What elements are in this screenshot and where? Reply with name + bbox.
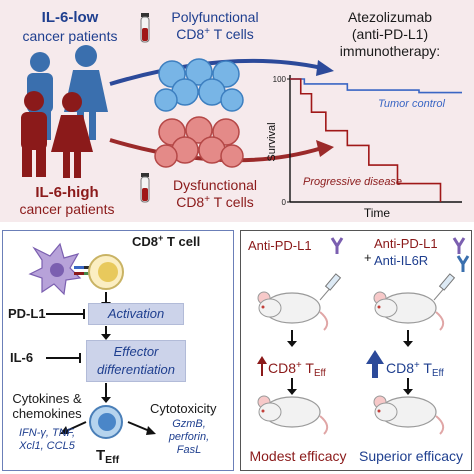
il6-high-line1: IL-6-high (35, 184, 99, 201)
plus-label: + (364, 250, 372, 265)
blood-tube-top-icon (140, 13, 150, 43)
syringe-icon-right (433, 273, 456, 301)
cytotoxicity-list-line3: FasL (176, 444, 202, 456)
tumor-control-label: Tumor control (378, 98, 446, 110)
mouse-study-panel (240, 230, 472, 471)
x-axis-label: Time (364, 206, 391, 220)
y-tick-0: 0 (282, 198, 287, 207)
dysfunctional-line1: Dysfunctional (172, 177, 258, 193)
cytotoxicity-list-line2: perforin, (168, 431, 210, 443)
mouse-study-graphics (257, 237, 470, 435)
modest-efficacy-label: Modest efficacy (249, 448, 347, 464)
cytotoxicity-list: GzmB, perforin, FasL (150, 418, 228, 457)
cytokines-line2: chemokines (12, 406, 82, 421)
cd8-tcell-label: CD8+ T cell (132, 233, 201, 249)
teff-label: TEff (96, 447, 120, 467)
y-tick-100: 100 (273, 75, 287, 84)
therapy-line2: (anti-PD-L1) (351, 26, 429, 42)
mouse-icon-top-left (257, 291, 329, 331)
il6-low-title: IL-6-low cancer patients (20, 9, 120, 45)
antibody-icon-left (330, 237, 344, 254)
il6-high-title: IL-6-high cancer patients (8, 184, 126, 218)
therapy-line3: immunotherapy: (339, 43, 441, 59)
superior-efficacy-label: Superior efficacy (358, 448, 463, 464)
polyfunctional-line2: CD8+ T cells (176, 26, 254, 42)
large-up-arrow-icon (366, 350, 384, 378)
left-cd8-teff-label: CD8+ TEff (268, 360, 326, 379)
il6-high-line2: cancer patients (19, 201, 115, 217)
flow-arrows (46, 292, 156, 435)
il6-label: IL-6 (10, 350, 34, 365)
mechanism-graphics (28, 242, 156, 439)
survival-chart: 100 0 Survival Time Tumor control Progre… (266, 75, 462, 220)
activation-text: Activation (107, 306, 165, 321)
dendritic-cell-icon (28, 242, 82, 296)
t-cell-icon (88, 254, 124, 290)
progressive-disease-label: Progressive disease (303, 176, 402, 188)
dysfunctional-line2: CD8+ T cells (176, 194, 254, 210)
il6-high-people-icon (21, 91, 93, 178)
dysfunctional-cell-cluster (154, 116, 244, 168)
cytokine-list-line1: IFN-γ, TNF, (18, 427, 75, 439)
il6-low-line1: IL-6-low (41, 9, 99, 26)
effector-line1: Effector (113, 344, 159, 359)
polyfunctional-cell-cluster (154, 58, 244, 112)
therapy-title: Atezolizumab (anti-PD-L1) immunotherapy: (320, 9, 460, 60)
right-drug-label-1: Anti-PD-L1 (374, 236, 438, 251)
activation-box: Activation (88, 303, 184, 325)
right-drug-label-2: Anti-IL6R (374, 253, 429, 268)
mouse-icon-bottom-right (373, 395, 445, 435)
il6-low-line2: cancer patients (22, 28, 118, 44)
therapy-line1: Atezolizumab (347, 9, 433, 25)
receptor-icon (74, 266, 90, 275)
pdl1-label: PD-L1 (8, 306, 46, 321)
small-up-arrow-icon (257, 356, 267, 376)
antibody-icon-right-2 (456, 255, 470, 272)
polyfunctional-label: Polyfunctional CD8+ T cells (154, 9, 276, 45)
right-cd8-teff-label: CD8+ TEff (386, 360, 444, 379)
effector-box: Effector differentiation (86, 340, 186, 382)
y-axis-label: Survival (266, 122, 278, 161)
cytotoxicity-list-line1: GzmB, (172, 418, 206, 430)
teff-cell-icon (89, 405, 123, 439)
top-graphics (21, 13, 334, 203)
polyfunctional-line1: Polyfunctional (171, 9, 259, 25)
blood-tube-bottom-icon (140, 173, 150, 203)
dysfunctional-label: Dysfunctional CD8+ T cells (154, 177, 276, 213)
cytokine-list-line2: Xcl1, CCL5 (19, 440, 75, 452)
cytokines-label: Cytokines & chemokines (6, 391, 88, 421)
effector-line2: differentiation (96, 362, 176, 377)
cytokines-line1: Cytokines & (12, 391, 82, 406)
antibody-icon-right-1 (452, 237, 466, 254)
tumor-control-curve (290, 78, 462, 94)
left-drug-label: Anti-PD-L1 (248, 238, 312, 253)
mouse-icon-top-right (373, 291, 445, 331)
cytotoxicity-label: Cytotoxicity (150, 401, 217, 416)
syringe-icon-left (319, 273, 342, 301)
mouse-arrows (287, 330, 413, 395)
cytokine-list: IFN-γ, TNF, Xcl1, CCL5 (6, 427, 88, 453)
progressive-disease-curve (290, 78, 442, 202)
mouse-icon-bottom-left (257, 395, 329, 435)
